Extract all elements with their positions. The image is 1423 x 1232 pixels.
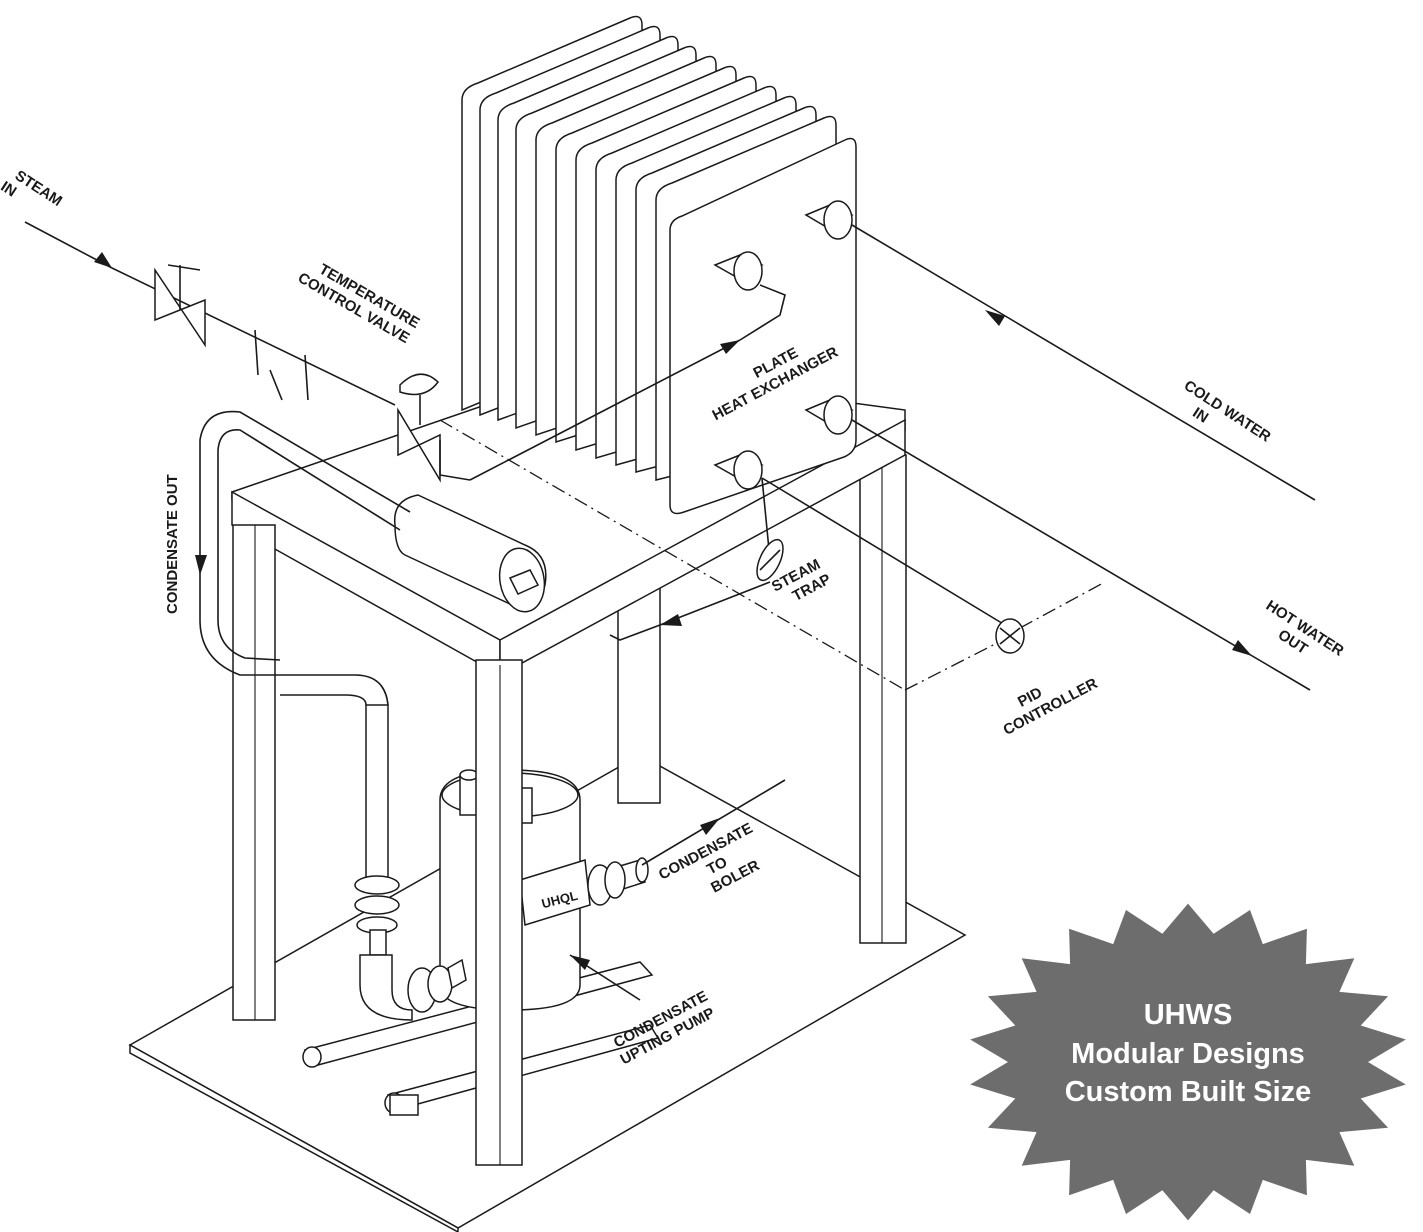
svg-text:CONDENSATE OUT: CONDENSATE OUT — [164, 474, 181, 614]
starburst-shape — [970, 903, 1406, 1221]
plate-heat-exchanger — [461, 15, 857, 515]
badge-line-3: Custom Built Size — [1065, 1076, 1312, 1108]
svg-text:STEAM: STEAM — [12, 167, 65, 210]
nozzle — [804, 200, 854, 240]
table-legs-front — [232, 524, 523, 1166]
nozzle — [713, 450, 764, 490]
nozzle — [804, 395, 854, 435]
badge-line-1: UHWS — [1144, 999, 1233, 1031]
condensate-receiver — [393, 494, 547, 613]
badge-line-2: Modular Designs — [1071, 1038, 1305, 1070]
table-legs-back — [617, 454, 907, 944]
label-steam-in: STEAM IN — [0, 167, 65, 210]
label-cold-water-in: COLD WATER IN — [1181, 377, 1274, 446]
label-condensate-out: CONDENSATE OUT — [164, 474, 181, 614]
label-hot-water-out: HOT WATER OUT — [1263, 597, 1347, 660]
label-pid-controller: PID CONTROLLER — [1000, 675, 1100, 739]
piping — [24, 221, 1316, 1001]
starburst-badge: UHWS Modular Designs Custom Built Size — [970, 903, 1406, 1221]
nozzle — [713, 251, 764, 291]
svg-text:CONTROLLER: CONTROLLER — [1000, 675, 1100, 739]
label-temperature-control-valve: TEMPERATURE CONTROL VALVE — [295, 261, 423, 347]
